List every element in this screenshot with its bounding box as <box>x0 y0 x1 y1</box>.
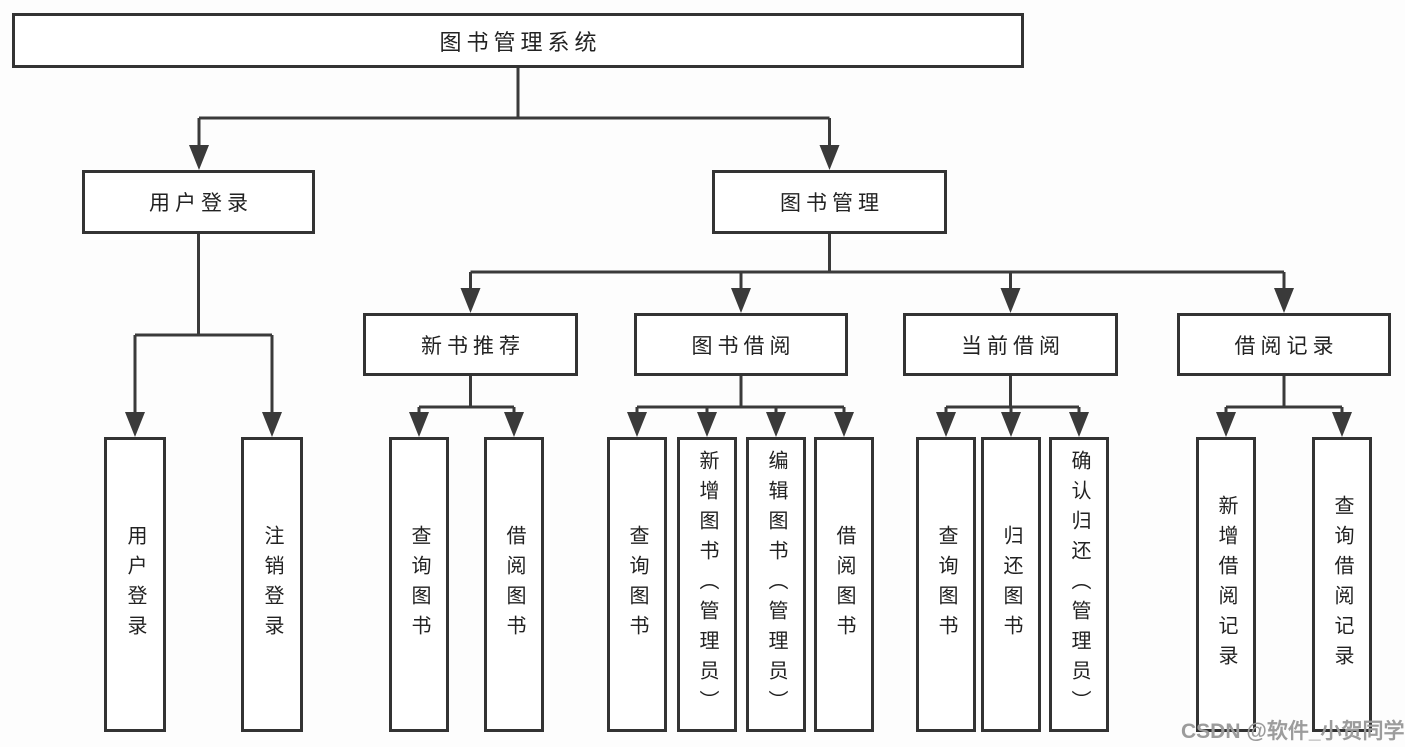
arrowhead <box>936 412 956 437</box>
node-new-book-recommendation: 新书推荐 <box>363 313 578 376</box>
arrowhead <box>460 288 481 313</box>
leaf-label: 新增图书（管理员） <box>696 449 718 720</box>
arrowhead <box>834 412 854 437</box>
leaf-label: 查询图书 <box>935 524 957 645</box>
leaf-query-books-current: 查询图书 <box>916 437 976 732</box>
leaf-query-books-recommend: 查询图书 <box>389 437 449 732</box>
leaf-label: 借阅图书 <box>833 524 855 645</box>
connector-book-management-to-level2 <box>460 234 1294 313</box>
connector-user-login-to-leaves <box>125 234 282 437</box>
leaf-label: 归还图书 <box>1000 524 1022 645</box>
arrowhead <box>1216 412 1236 437</box>
leaf-label: 用户登录 <box>124 524 146 645</box>
arrowhead <box>627 412 647 437</box>
node-book-borrowing: 图书借阅 <box>634 313 848 376</box>
leaf-logout: 注销登录 <box>241 437 303 732</box>
node-label: 新书推荐 <box>421 334 525 358</box>
csdn-watermark: CSDN @软件_小贺同学 <box>1181 720 1405 743</box>
arrowhead <box>819 145 840 170</box>
leaf-label: 注销登录 <box>261 524 283 645</box>
node-library-management-system: 图书管理系统 <box>12 13 1024 68</box>
arrowhead <box>409 412 429 437</box>
leaf-label: 查询借阅记录 <box>1331 494 1353 675</box>
node-label: 用户登录 <box>149 192 253 215</box>
leaf-query-books-borrow: 查询图书 <box>607 437 667 732</box>
leaf-label: 借阅图书 <box>503 524 525 645</box>
arrowhead <box>1274 288 1294 313</box>
leaf-borrow-books: 借阅图书 <box>814 437 874 732</box>
arrowhead <box>1332 412 1352 437</box>
arrowhead <box>262 412 282 437</box>
connector-root-to-level1 <box>189 68 840 170</box>
arrowhead <box>697 412 717 437</box>
leaf-label: 查询图书 <box>408 524 430 645</box>
node-borrowing-records: 借阅记录 <box>1177 313 1391 376</box>
leaf-add-borrow-record: 新增借阅记录 <box>1196 437 1256 732</box>
leaf-label: 确认归还（管理员） <box>1068 449 1090 720</box>
leaf-borrow-books-recommend: 借阅图书 <box>484 437 544 732</box>
leaf-return-books: 归还图书 <box>981 437 1041 732</box>
node-label: 图书管理系统 <box>439 29 602 55</box>
connector-borrowing-records-to-leaves <box>1216 376 1352 437</box>
leaf-query-borrow-record: 查询借阅记录 <box>1312 437 1372 732</box>
leaf-edit-book-admin: 编辑图书（管理员） <box>746 437 806 732</box>
node-current-borrowing: 当前借阅 <box>903 313 1118 376</box>
node-label: 借阅记录 <box>1234 334 1339 358</box>
leaf-user-login: 用户登录 <box>104 437 166 732</box>
arrowhead <box>189 145 209 170</box>
leaf-label: 编辑图书（管理员） <box>765 449 787 720</box>
leaf-confirm-return-admin: 确认归还（管理员） <box>1049 437 1109 732</box>
node-book-management: 图书管理 <box>712 170 947 234</box>
arrowhead <box>504 412 524 437</box>
leaf-add-book-admin: 新增图书（管理员） <box>677 437 737 732</box>
node-label: 图书管理 <box>780 192 884 215</box>
leaf-label: 新增借阅记录 <box>1215 494 1237 675</box>
arrowhead <box>731 288 751 313</box>
connector-new-book-recommendation-to-leaves <box>409 376 524 437</box>
arrowhead <box>766 412 786 437</box>
connector-current-borrowing-to-leaves <box>936 376 1089 437</box>
arrowhead <box>1069 412 1089 437</box>
connector-book-borrowing-to-leaves <box>627 376 854 437</box>
arrowhead <box>1000 288 1021 313</box>
node-label: 图书借阅 <box>691 334 796 358</box>
node-label: 当前借阅 <box>961 334 1065 358</box>
leaf-label: 查询图书 <box>626 524 648 645</box>
arrowhead <box>125 412 145 437</box>
node-user-login: 用户登录 <box>82 170 315 234</box>
arrowhead <box>1001 412 1021 437</box>
